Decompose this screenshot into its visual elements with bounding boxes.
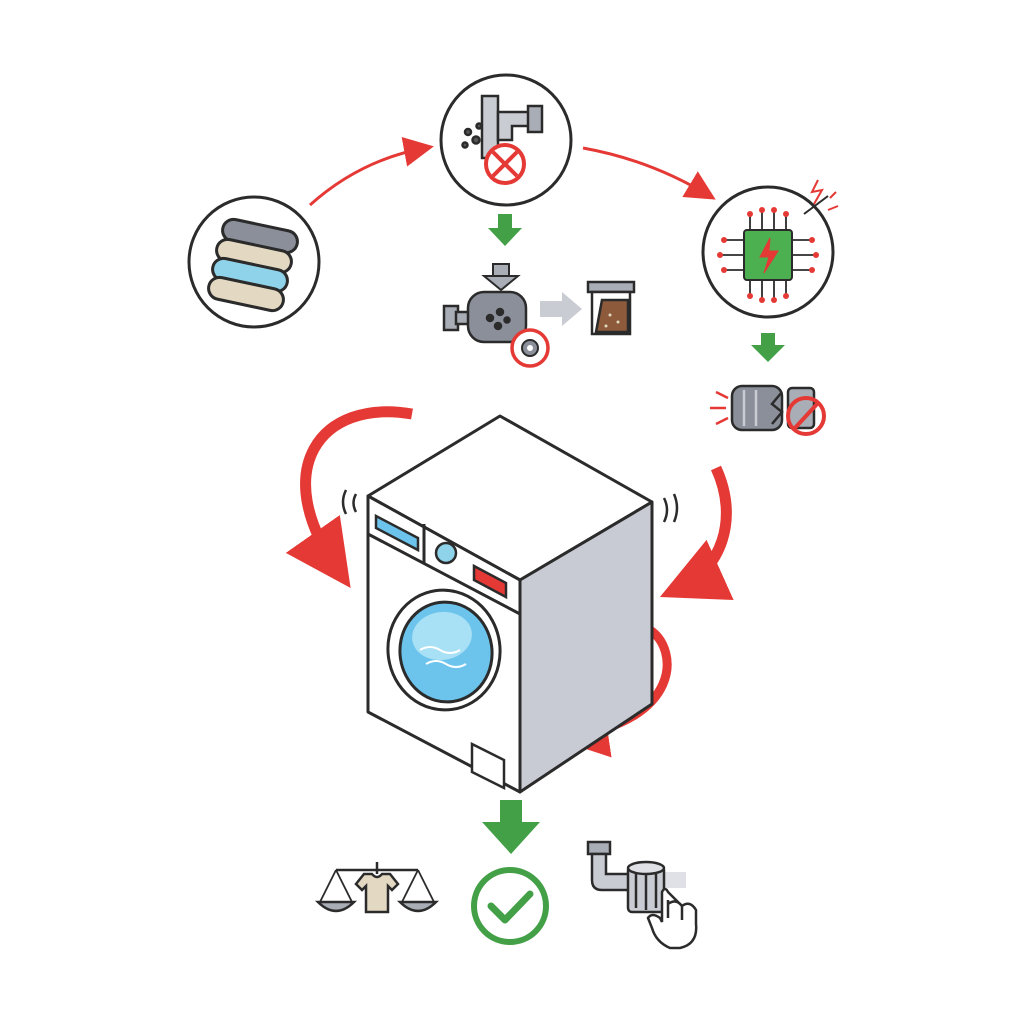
arrow-laundry-to-drain: [308, 137, 434, 207]
vibration-marks: [341, 489, 679, 523]
motor-fault-node: [710, 384, 826, 436]
balance-scale-shirt-icon: [314, 862, 440, 914]
prohibited-icon: [484, 143, 526, 185]
stacked-laundry-icon: [207, 217, 299, 313]
control-panel: [374, 513, 508, 600]
down-arrow-icon: [481, 263, 521, 292]
filter-hand-icon: [586, 840, 698, 950]
arrow-left-cycle: [285, 406, 413, 589]
green-down-arrow-drain: [488, 214, 522, 246]
arrow-right-cycle: [659, 465, 734, 600]
check-circle-icon: [471, 867, 549, 945]
control-board-chip-icon: [717, 207, 819, 303]
balanced-load-node: [314, 862, 440, 914]
washer-door: [386, 588, 502, 712]
control-board-node: [701, 179, 839, 319]
broken-motor-icon: [730, 384, 816, 432]
arrow-drain-to-board: [582, 146, 716, 200]
green-down-arrow-board: [751, 333, 785, 362]
prohibited-motor-icon: [786, 396, 826, 436]
service-hatch: [470, 741, 506, 791]
laundry-node: [187, 195, 321, 329]
resolved-node: [471, 867, 549, 945]
washing-machine-node: [341, 414, 679, 794]
drain-pump-node: [442, 263, 636, 368]
debris-container-icon: [586, 280, 636, 336]
vibration-lines-icon: [710, 390, 729, 426]
drain-pump-debris-icon: [442, 290, 528, 344]
gear-fault-icon: [510, 328, 550, 368]
green-down-arrow-machine: [482, 800, 540, 854]
gray-right-arrow-icon: [540, 292, 582, 326]
clean-filter-node: [586, 840, 698, 950]
electric-spark-icon: [803, 179, 839, 215]
drain-blocked-node: [439, 73, 573, 207]
